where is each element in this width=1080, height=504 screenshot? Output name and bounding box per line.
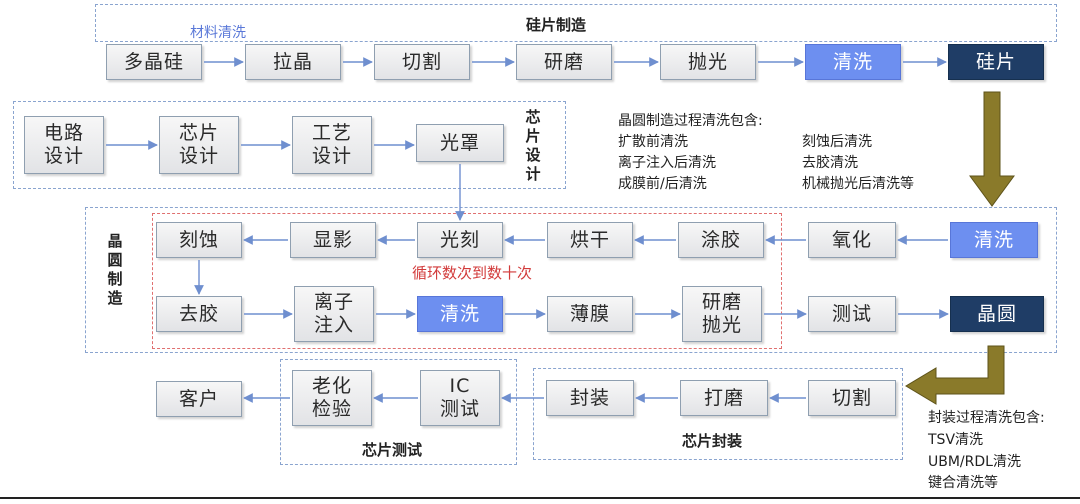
chip-design-title: 芯片设计 <box>525 108 541 183</box>
step-grinding: 研磨 <box>516 44 612 80</box>
wafer-manufacturing-title: 晶圆制造 <box>107 232 123 307</box>
step-polish-package: 打磨 <box>680 380 768 416</box>
step-crystal-pulling: 拉晶 <box>245 44 341 80</box>
big-arrow-down <box>969 91 1015 207</box>
loop-process-frame <box>152 213 782 349</box>
chip-test-title: 芯片测试 <box>362 441 423 459</box>
step-coating: 涂胶 <box>678 222 764 258</box>
chip-package-title: 芯片封装 <box>682 432 743 450</box>
package-clean-note-1: TSV清洗 <box>928 432 984 448</box>
chip-test-group <box>280 359 517 465</box>
package-clean-note-2: UBM/RDL清洗 <box>928 454 1021 470</box>
step-lithography: 光刻 <box>417 222 503 258</box>
wafer-clean-note-right-1: 刻蚀后清洗 <box>802 134 872 150</box>
step-grind-polish: 研磨 抛光 <box>682 286 762 342</box>
step-cleaning-3: 清洗 <box>417 296 503 332</box>
step-burn-in-inspection: 老化 检验 <box>292 370 372 426</box>
silicon-manufacturing-group <box>95 4 1057 42</box>
chip-design-group <box>13 101 566 189</box>
chip-package-group <box>533 368 903 460</box>
step-testing: 测试 <box>808 296 896 332</box>
wafer-clean-note-left-3: 成膜前/后清洗 <box>618 176 707 192</box>
material-clean-label: 材料清洗 <box>190 25 246 41</box>
step-polysilicon: 多晶硅 <box>106 44 202 80</box>
step-thin-film: 薄膜 <box>547 296 633 332</box>
step-ion-implant: 离子 注入 <box>294 286 374 342</box>
step-etching: 刻蚀 <box>156 222 242 258</box>
wafer-clean-note-title: 晶圆制造过程清洗包含: <box>618 113 763 129</box>
step-cleaning-1: 清洗 <box>805 44 901 80</box>
step-polishing: 抛光 <box>660 44 756 80</box>
bottom-border-line <box>0 497 1080 499</box>
silicon-manufacturing-title: 硅片制造 <box>526 16 587 34</box>
step-baking: 烘干 <box>547 222 633 258</box>
step-wafer: 晶圆 <box>950 296 1044 332</box>
step-dicing: 切割 <box>808 380 896 416</box>
step-slicing: 切割 <box>374 44 470 80</box>
step-silicon-wafer: 硅片 <box>948 44 1044 80</box>
wafer-manufacturing-group <box>85 207 1057 353</box>
step-stripping: 去胶 <box>156 296 242 332</box>
step-packaging: 封装 <box>546 380 634 416</box>
step-oxidation: 氧化 <box>808 222 896 258</box>
wafer-clean-note-left-1: 扩散前清洗 <box>618 134 688 150</box>
big-arrow-elbow <box>905 345 1005 405</box>
step-process-design: 工艺 设计 <box>292 116 372 174</box>
step-chip-design: 芯片 设计 <box>159 116 239 174</box>
wafer-clean-note-right-2: 去胶清洗 <box>802 155 858 171</box>
step-customer: 客户 <box>156 381 242 417</box>
wafer-clean-note-left-2: 离子注入后清洗 <box>618 155 716 171</box>
step-developing: 显影 <box>290 222 376 258</box>
step-ic-testing: IC 测试 <box>420 370 500 426</box>
package-clean-note-3: 键合清洗等 <box>928 475 998 491</box>
wafer-clean-note-right-3: 机械抛光后清洗等 <box>802 176 914 192</box>
loop-label: 循环数次到数十次 <box>412 264 533 282</box>
step-circuit-design: 电路 设计 <box>24 116 104 174</box>
package-clean-note-title: 封装过程清洗包含: <box>928 410 1045 426</box>
step-photomask: 光罩 <box>416 124 504 162</box>
step-cleaning-2: 清洗 <box>950 222 1038 258</box>
